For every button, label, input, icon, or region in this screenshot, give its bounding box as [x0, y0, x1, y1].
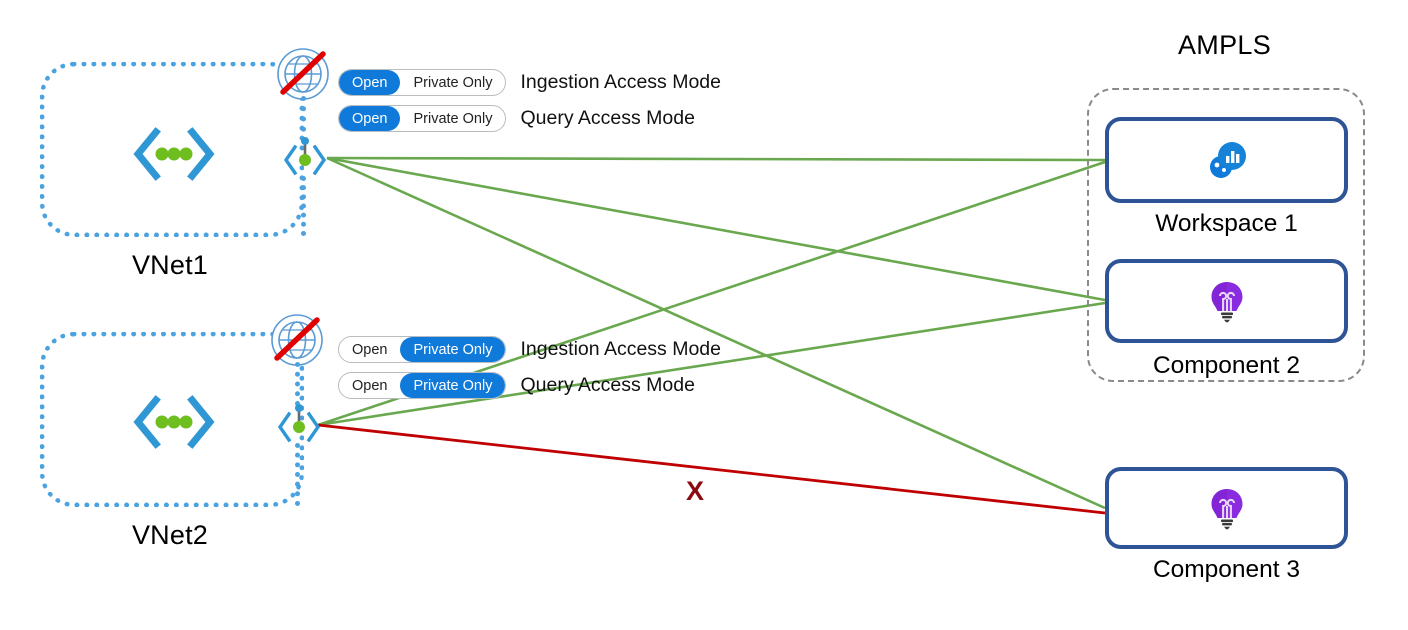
- vnet1-ingestion-access-toggle[interactable]: Open Private Only: [338, 69, 507, 96]
- resource-card-component3[interactable]: [1105, 467, 1348, 549]
- vnet2-ingestion-option-private-only[interactable]: Private Only: [400, 337, 506, 362]
- link-vnet1-workspace1: [326, 156, 1106, 162]
- vnet1-query-access-label: Query Access Mode: [520, 107, 695, 129]
- log-analytics-workspace-icon: [1204, 137, 1250, 183]
- vnet2-label: VNet2: [131, 520, 209, 550]
- link-vnet2-component2: [317, 301, 1106, 427]
- vnet2-ingestion-option-open[interactable]: Open: [352, 341, 388, 358]
- vnet-chevron-icon: [126, 122, 222, 186]
- vnet1-query-access-toggle[interactable]: Open Private Only: [338, 105, 507, 132]
- vnet1-endpoint-stub-upper: [301, 96, 306, 142]
- resource-card-component2[interactable]: [1105, 259, 1348, 343]
- vnet1-boundary: [40, 62, 304, 237]
- vnet1-ingestion-option-open[interactable]: Open: [339, 70, 401, 95]
- vnet2-ingestion-access-row: Open Private Only Ingestion Access Mode: [338, 336, 721, 363]
- ampls-title: AMPLS: [1178, 30, 1272, 60]
- vnet2-query-access-label: Query Access Mode: [520, 374, 695, 396]
- vnet2-ingestion-access-toggle[interactable]: Open Private Only: [338, 336, 507, 363]
- resource-label-workspace1: Workspace 1: [1155, 210, 1298, 237]
- link-vnet2-component3-blocked: [317, 423, 1106, 515]
- blocked-connection-x-marker: X: [686, 476, 705, 506]
- vnet2-query-option-open[interactable]: Open: [352, 377, 388, 394]
- application-insights-icon: [1204, 278, 1250, 324]
- vnet-chevron-icon: [126, 390, 222, 454]
- vnet1-ingestion-access-row: Open Private Only Ingestion Access Mode: [338, 69, 721, 96]
- vnet2-query-access-toggle[interactable]: Open Private Only: [338, 372, 507, 399]
- resource-card-workspace1[interactable]: [1105, 117, 1348, 203]
- resource-label-component3: Component 3: [1152, 556, 1301, 583]
- resource-label-component2: Component 2: [1152, 352, 1301, 379]
- vnet2-endpoint-stub-lower: [295, 443, 300, 506]
- private-endpoint-icon: [276, 402, 322, 452]
- vnet1-query-access-row: Open Private Only Query Access Mode: [338, 105, 695, 132]
- vnet2-query-option-private-only[interactable]: Private Only: [400, 373, 506, 398]
- vnet2-ingestion-access-label: Ingestion Access Mode: [520, 338, 722, 360]
- vnet2-endpoint-stub-upper: [295, 362, 300, 406]
- link-vnet1-component3: [326, 156, 1106, 510]
- vnet1-ingestion-access-label: Ingestion Access Mode: [520, 71, 722, 93]
- globe-blocked-icon: [275, 46, 331, 102]
- vnet1-label: VNet1: [131, 250, 209, 280]
- private-endpoint-icon: [282, 135, 328, 185]
- vnet1-query-option-open[interactable]: Open: [339, 106, 401, 131]
- vnet1-query-option-private-only[interactable]: Private Only: [413, 110, 493, 127]
- link-vnet1-component2: [326, 156, 1106, 302]
- application-insights-icon: [1204, 485, 1250, 531]
- vnet1-ingestion-option-private-only[interactable]: Private Only: [413, 74, 493, 91]
- vnet1-endpoint-stub-lower: [301, 176, 306, 236]
- ampls-boundary: [1087, 88, 1365, 382]
- vnet2-query-access-row: Open Private Only Query Access Mode: [338, 372, 695, 399]
- globe-blocked-icon: [269, 312, 325, 368]
